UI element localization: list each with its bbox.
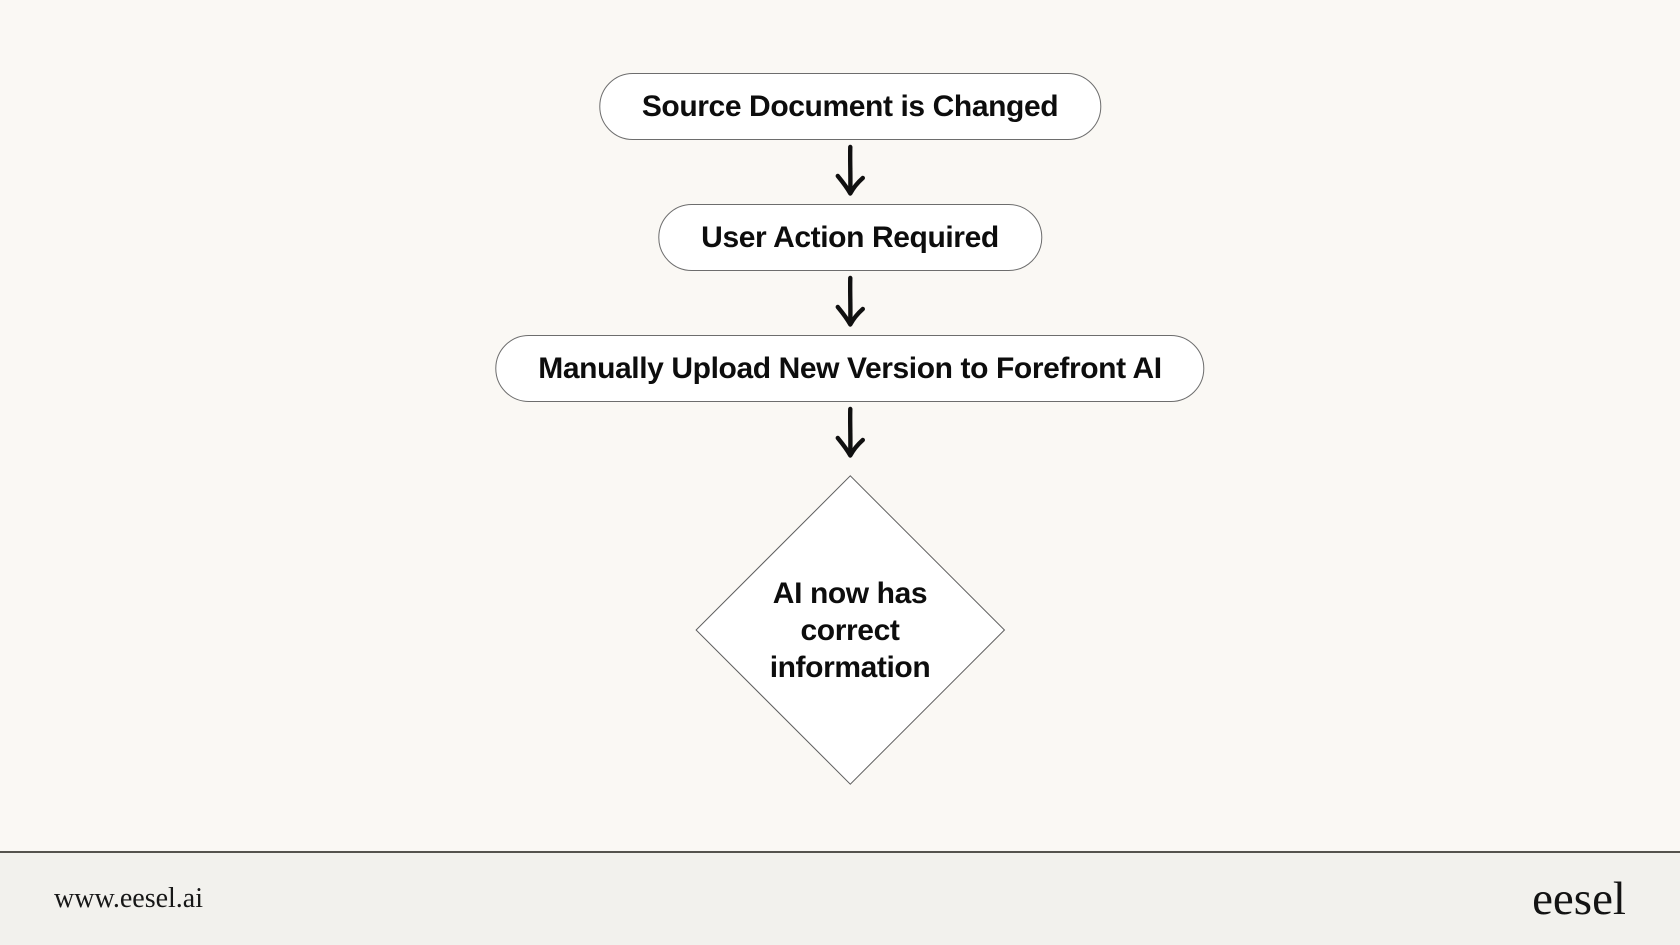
- footer: www.eesel.ai eesel: [0, 851, 1680, 945]
- decision-label: AI now has correct information: [770, 575, 931, 686]
- decision-label-line: correct: [800, 613, 900, 647]
- arrow-down-icon: [835, 144, 865, 196]
- decision-label-line: information: [769, 650, 931, 684]
- footer-website-link[interactable]: www.eesel.ai: [54, 883, 204, 914]
- decision-label-line: AI now has: [772, 576, 928, 610]
- flow-column: Source Document is Changed User Action R…: [495, 73, 1205, 786]
- flow-node-user-action-required: User Action Required: [658, 204, 1042, 271]
- arrow-down-icon: [835, 406, 865, 458]
- eesel-logo: eesel: [1532, 873, 1626, 925]
- flow-node-decision-ai-correct-information: AI now has correct information: [690, 474, 1010, 786]
- flowchart-canvas: Source Document is Changed User Action R…: [495, 73, 1205, 786]
- arrow-down-icon: [835, 275, 865, 327]
- flow-node-source-document-changed: Source Document is Changed: [598, 73, 1102, 140]
- flow-node-manual-upload-forefront: Manually Upload New Version to Forefront…: [495, 335, 1205, 402]
